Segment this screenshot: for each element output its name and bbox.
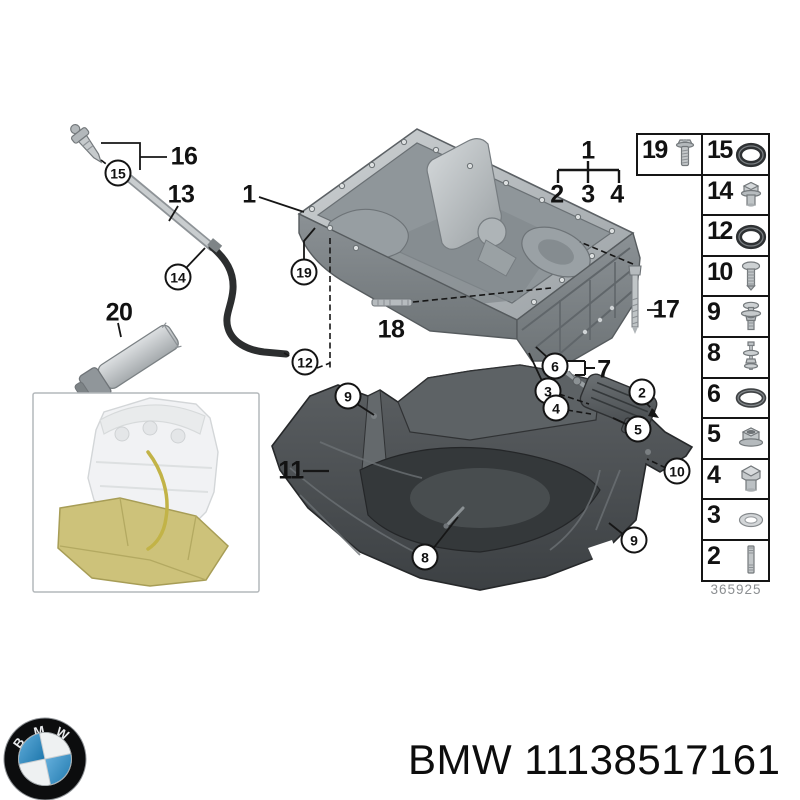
stud-icon <box>735 543 767 577</box>
legend-number: 14 <box>707 176 733 205</box>
part-label-2-top: 2 <box>550 180 564 209</box>
legend-cell-8: 8 <box>701 336 770 379</box>
part-callout-9-left: 9 <box>334 382 362 410</box>
stud-18-illustration <box>371 298 413 307</box>
legend-number: 8 <box>707 339 721 367</box>
bmw-logo-icon: B M W <box>3 717 87 800</box>
seal-washer-icon <box>735 503 767 537</box>
part-callout-12: 12 <box>291 348 319 376</box>
oil-pan-illustration <box>297 128 641 362</box>
legend-number: 15 <box>707 136 733 164</box>
legend-cell-2: 2 <box>701 539 770 582</box>
legend-cell-15: 15 <box>701 133 770 176</box>
part-callout-8: 8 <box>411 543 439 571</box>
legend-cell-14: 14 <box>701 173 770 217</box>
part-label-3-top: 3 <box>581 180 595 209</box>
o-ring-icon <box>735 219 767 253</box>
part-callout-14: 14 <box>164 263 192 291</box>
arrowhead <box>648 408 659 418</box>
legend-cell-12: 12 <box>701 214 770 257</box>
screw-washer-icon <box>735 340 767 374</box>
legend-number: 3 <box>707 501 721 530</box>
legend-number: 4 <box>707 460 721 489</box>
part-callout-15: 15 <box>104 159 132 187</box>
expansion-rivet-icon <box>735 259 767 293</box>
clip-rivet-icon <box>735 300 767 334</box>
part-callout-4: 4 <box>542 394 570 422</box>
part-callout-9-right: 9 <box>620 526 648 554</box>
legend-number: 9 <box>707 298 721 327</box>
part-label-17: 17 <box>652 295 680 324</box>
engine-thumbnail <box>32 392 260 593</box>
legend-number: 19 <box>642 136 668 164</box>
legend-number: 6 <box>707 379 721 408</box>
figure-code: 365925 <box>710 582 762 597</box>
part-label-13: 13 <box>167 180 195 209</box>
part-label-20: 20 <box>105 298 133 327</box>
bolt-17-illustration <box>628 265 642 334</box>
part-number-text: BMW 11138517161 <box>408 736 781 783</box>
part-callout-6: 6 <box>541 352 569 380</box>
part-label-11: 11 <box>278 456 304 485</box>
dipstick-plug-illustration <box>70 123 103 164</box>
part-label-16: 16 <box>170 142 198 171</box>
part-callout-10: 10 <box>663 457 691 485</box>
part-label-4-top: 4 <box>610 180 624 209</box>
flange-bolt-icon <box>669 137 701 171</box>
part-callout-2: 2 <box>628 378 656 406</box>
part-label-1-top: 1 <box>581 136 595 165</box>
legend-number: 2 <box>707 542 721 570</box>
part-callout-19: 19 <box>290 258 318 286</box>
legend-number: 12 <box>707 217 733 246</box>
screw-plug-icon <box>735 178 767 212</box>
legend-cell-5: 5 <box>701 417 770 460</box>
part-label-1-left: 1 <box>242 180 256 209</box>
legend-cell-10: 10 <box>701 254 770 298</box>
drain-plug-icon <box>735 462 767 496</box>
flange-nut-icon <box>735 422 767 456</box>
part-label-7: 7 <box>597 355 611 384</box>
legend-number: 10 <box>707 257 733 286</box>
legend-number: 5 <box>707 420 721 449</box>
dipstick-illustration <box>124 173 290 358</box>
pointer-dashed-lines <box>100 159 667 469</box>
part-label-18: 18 <box>377 315 405 344</box>
o-ring-icon <box>735 137 767 171</box>
legend-cell-19: 19 <box>636 133 704 176</box>
part-callout-5: 5 <box>624 415 652 443</box>
legend-cell-4: 4 <box>701 457 770 501</box>
legend-cell-9: 9 <box>701 295 770 339</box>
gasket-ring-icon <box>735 381 767 415</box>
legend-cell-3: 3 <box>701 498 770 542</box>
legend-cell-6: 6 <box>701 376 770 420</box>
